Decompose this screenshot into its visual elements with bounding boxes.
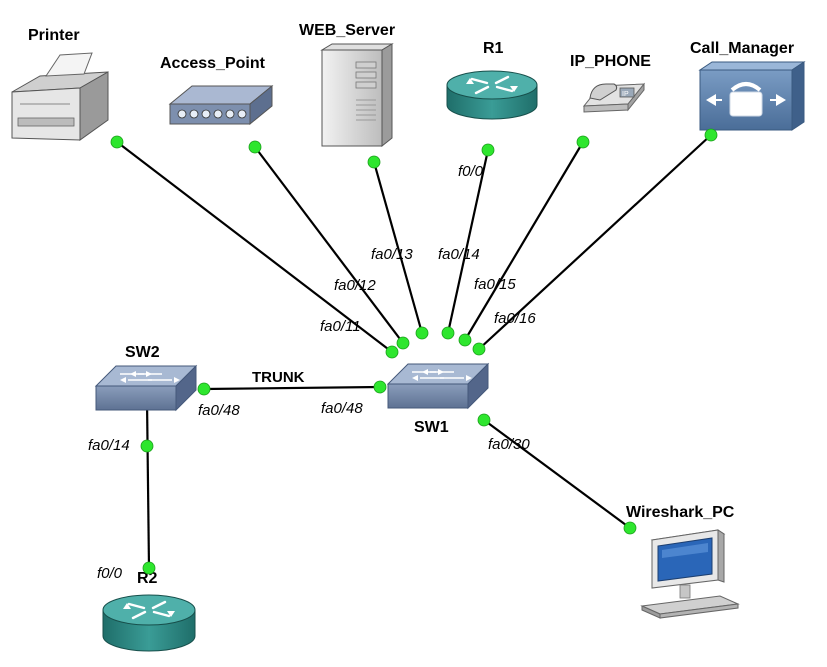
port-dot-web-server[interactable] <box>367 155 381 169</box>
port-label-r2-f0-0: f0/0 <box>97 565 123 582</box>
ip-phone-icon: IP <box>582 82 646 113</box>
link-sw1-wireshark-pc[interactable] <box>483 419 631 529</box>
port-dot-sw1-fa0-15[interactable] <box>458 333 472 347</box>
link-call-manager-sw1[interactable] <box>478 134 712 350</box>
access-point-icon <box>168 84 274 126</box>
server-icon <box>320 43 394 148</box>
ip-phone-device[interactable]: IP IP_PHONE <box>570 53 651 113</box>
port-dot-call-manager[interactable] <box>704 128 718 142</box>
port-dot-sw1-fa0-13[interactable] <box>415 326 429 340</box>
port-label-sw1-fa0-16: fa0/16 <box>494 310 536 327</box>
port-label-sw1-fa0-48: fa0/48 <box>321 400 363 417</box>
access-point-device[interactable]: Access_Point <box>160 55 274 126</box>
router-icon <box>102 594 196 652</box>
port-label-sw1-fa0-11: fa0/11 <box>320 318 361 335</box>
wireshark-pc-label: Wireshark_PC <box>626 504 735 521</box>
port-dot-printer[interactable] <box>110 135 124 149</box>
r2-device[interactable]: R2 <box>102 570 196 652</box>
port-label-sw2-fa0-48: fa0/48 <box>198 402 240 419</box>
port-dot-sw1-fa0-14[interactable] <box>441 326 455 340</box>
link-ip-phone-sw1[interactable] <box>464 141 584 341</box>
links <box>116 134 712 569</box>
sw1-device[interactable]: SW1 <box>386 362 490 436</box>
r2-label: R2 <box>137 570 158 587</box>
port-label-r1-f0-0: f0/0 <box>458 163 484 180</box>
port-label-sw2-fa0-14: fa0/14 <box>88 437 130 454</box>
call-manager-label: Call_Manager <box>690 40 794 57</box>
ip-phone-badge: IP <box>622 91 629 98</box>
sw1-label: SW1 <box>414 419 449 436</box>
port-dot-r1[interactable] <box>481 143 495 157</box>
access-point-label: Access_Point <box>160 55 266 72</box>
call-manager-device[interactable]: Call_Manager <box>690 40 806 131</box>
port-label-sw1-fa0-14: fa0/14 <box>438 246 480 263</box>
printer-label: Printer <box>28 27 80 44</box>
port-dot-access-point[interactable] <box>248 140 262 154</box>
trunk-label: TRUNK <box>252 369 305 386</box>
r1-device[interactable]: R1 <box>446 40 538 120</box>
link-r1-sw1[interactable] <box>446 149 490 334</box>
r1-label: R1 <box>483 40 504 57</box>
sw2-label: SW2 <box>125 344 160 361</box>
web-server-device[interactable]: WEB_Server <box>299 22 395 148</box>
port-label-sw1-fa0-13: fa0/13 <box>371 246 413 263</box>
wireshark-pc-device[interactable]: Wireshark_PC <box>626 504 740 619</box>
port-label-sw1-fa0-12: fa0/12 <box>334 277 376 294</box>
router-icon <box>446 70 538 120</box>
port-dot-sw1-fa0-30[interactable] <box>477 413 491 427</box>
port-dot-sw1-fa0-12[interactable] <box>396 336 410 350</box>
port-label-sw1-fa0-15: fa0/15 <box>474 276 516 293</box>
link-printer-sw1[interactable] <box>116 141 393 353</box>
port-dot-ip-phone[interactable] <box>576 135 590 149</box>
port-dots <box>110 128 718 575</box>
port-dot-sw1-fa0-11[interactable] <box>385 345 399 359</box>
port-dot-sw2-fa0-14[interactable] <box>140 439 154 453</box>
switch-icon <box>386 362 490 410</box>
port-dot-wireshark-pc[interactable] <box>623 521 637 535</box>
printer-device[interactable]: Printer <box>11 27 109 141</box>
port-labels: f0/0 fa0/13 fa0/14 fa0/12 fa0/15 fa0/11 … <box>88 163 536 582</box>
pc-icon <box>640 529 740 619</box>
web-server-label: WEB_Server <box>299 22 395 39</box>
port-dot-sw1-fa0-16[interactable] <box>472 342 486 356</box>
call-manager-icon <box>698 61 806 131</box>
port-label-sw1-fa0-30: fa0/30 <box>488 436 530 453</box>
link-sw2-r2[interactable] <box>145 399 151 569</box>
port-dot-sw2-fa0-48[interactable] <box>197 382 211 396</box>
link-trunk-sw1-sw2[interactable] <box>203 385 381 391</box>
port-dot-r2-f0-0[interactable] <box>142 561 156 575</box>
switch-icon <box>94 364 198 412</box>
link-access-point-sw1[interactable] <box>254 146 404 344</box>
port-dot-sw1-fa0-48[interactable] <box>373 380 387 394</box>
ip-phone-label: IP_PHONE <box>570 53 651 70</box>
link-web-server-sw1[interactable] <box>372 161 424 334</box>
printer-icon <box>11 52 109 141</box>
sw2-device[interactable]: SW2 <box>94 344 198 412</box>
